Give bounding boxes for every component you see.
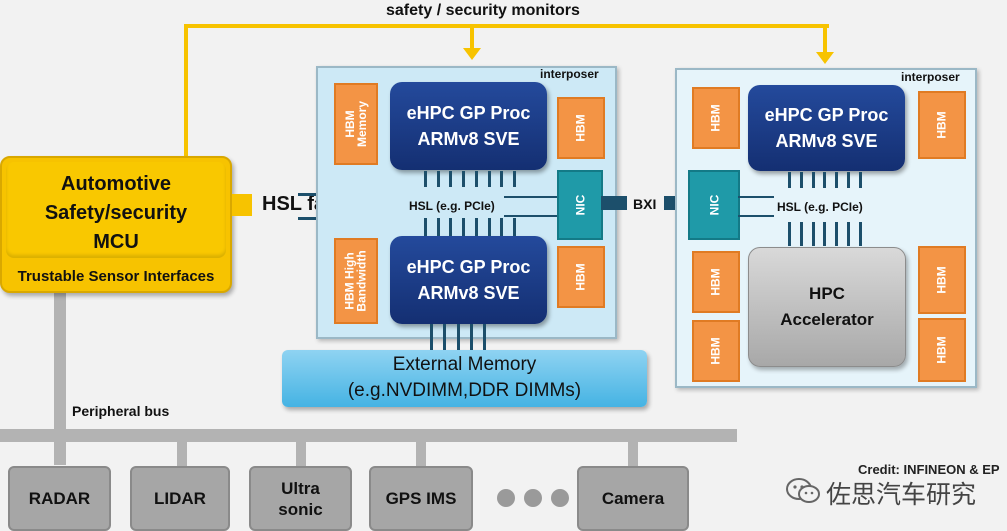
left-bus-line-top bbox=[504, 196, 558, 198]
sensor-camera: Camera bbox=[577, 466, 689, 531]
pins-right-top bbox=[788, 172, 862, 188]
mcu-title: Automotive Safety/security MCU bbox=[44, 173, 188, 253]
mcu-bus-drop bbox=[54, 290, 66, 465]
bus-drop-gps bbox=[416, 440, 426, 468]
monitor-line-right-drop bbox=[823, 24, 827, 54]
sensor-lidar: LIDAR bbox=[130, 466, 230, 531]
nic-left: NIC bbox=[557, 170, 603, 240]
monitor-line-horizontal bbox=[184, 24, 829, 28]
monitor-line-left-drop bbox=[470, 24, 474, 50]
credit-label: Credit: INFINEON & EP bbox=[858, 462, 1000, 477]
sensor-ultrasonic: Ultra sonic bbox=[249, 466, 352, 531]
sensor-gps-ims: GPS IMS bbox=[369, 466, 473, 531]
hbm-right-top-right: HBM bbox=[918, 91, 966, 159]
bxi-label: BXI bbox=[633, 196, 657, 212]
ehpc-proc-left-top: eHPC GP Proc ARMv8 SVE bbox=[390, 82, 547, 170]
mcu-footer: Trustable Sensor Interfaces bbox=[17, 268, 215, 285]
monitor-arrow-left bbox=[463, 48, 481, 60]
pins-left-bottom bbox=[424, 218, 516, 236]
bus-drop-ultrasonic bbox=[296, 440, 306, 468]
right-bus-line-bottom bbox=[738, 215, 774, 217]
hpc-accelerator: HPC Accelerator bbox=[748, 247, 906, 367]
monitors-label: safety / security monitors bbox=[386, 2, 580, 19]
hbm-right-mid-right: HBM bbox=[918, 246, 966, 314]
left-bus-line-bottom bbox=[504, 215, 558, 217]
peripheral-bus bbox=[0, 429, 737, 442]
ehpc-proc-left-bottom: eHPC GP Proc ARMv8 SVE bbox=[390, 236, 547, 324]
sensor-radar: RADAR bbox=[8, 466, 111, 531]
mcu-port bbox=[232, 194, 252, 216]
peripheral-bus-label: Peripheral bus bbox=[72, 403, 170, 419]
bus-drop-camera bbox=[628, 440, 638, 468]
pins-right-bottom bbox=[788, 222, 862, 246]
more-sensors-dot-2 bbox=[524, 489, 542, 507]
bus-drop-lidar bbox=[177, 440, 187, 468]
external-memory: External Memory (e.g.NVDIMM,DDR DIMMs) bbox=[282, 350, 647, 407]
more-sensors-dot-1 bbox=[497, 489, 515, 507]
watermark-logo-icon bbox=[785, 477, 821, 505]
pins-left-top bbox=[424, 171, 516, 187]
bxi-link-left bbox=[601, 196, 627, 210]
hbm-left-top: HBM bbox=[557, 97, 605, 159]
hbm-right-mid-left: HBM bbox=[692, 251, 740, 313]
right-interposer-label: interposer bbox=[901, 70, 960, 84]
monitor-line-vertical-mcu bbox=[184, 24, 188, 156]
hbm-right-bottom-right: HBM bbox=[918, 318, 966, 382]
monitor-arrow-right bbox=[816, 52, 834, 64]
hbm-right-top-left: HBM bbox=[692, 87, 740, 149]
hbm-high-bandwidth-left: HBM High Bandwidth bbox=[334, 238, 378, 324]
pins-left-memory bbox=[430, 324, 486, 352]
hsl-label-right: HSL (e.g. PCIe) bbox=[777, 200, 863, 214]
mcu-box: Automotive Safety/security MCU Trustable… bbox=[0, 156, 232, 293]
nic-right: NIC bbox=[688, 170, 740, 240]
watermark-text: 佐思汽车研究 bbox=[826, 480, 977, 509]
right-bus-line-top bbox=[738, 196, 774, 198]
mcu-inner bbox=[6, 162, 226, 258]
left-interposer-label: interposer bbox=[540, 67, 599, 81]
hbm-memory-left: HBM Memory bbox=[334, 83, 378, 165]
hsl-label-left: HSL (e.g. PCIe) bbox=[409, 199, 495, 213]
hbm-right-bottom-left: HBM bbox=[692, 320, 740, 382]
hbm-left-bottom: HBM bbox=[557, 246, 605, 308]
ehpc-proc-right: eHPC GP Proc ARMv8 SVE bbox=[748, 85, 905, 171]
more-sensors-dot-3 bbox=[551, 489, 569, 507]
